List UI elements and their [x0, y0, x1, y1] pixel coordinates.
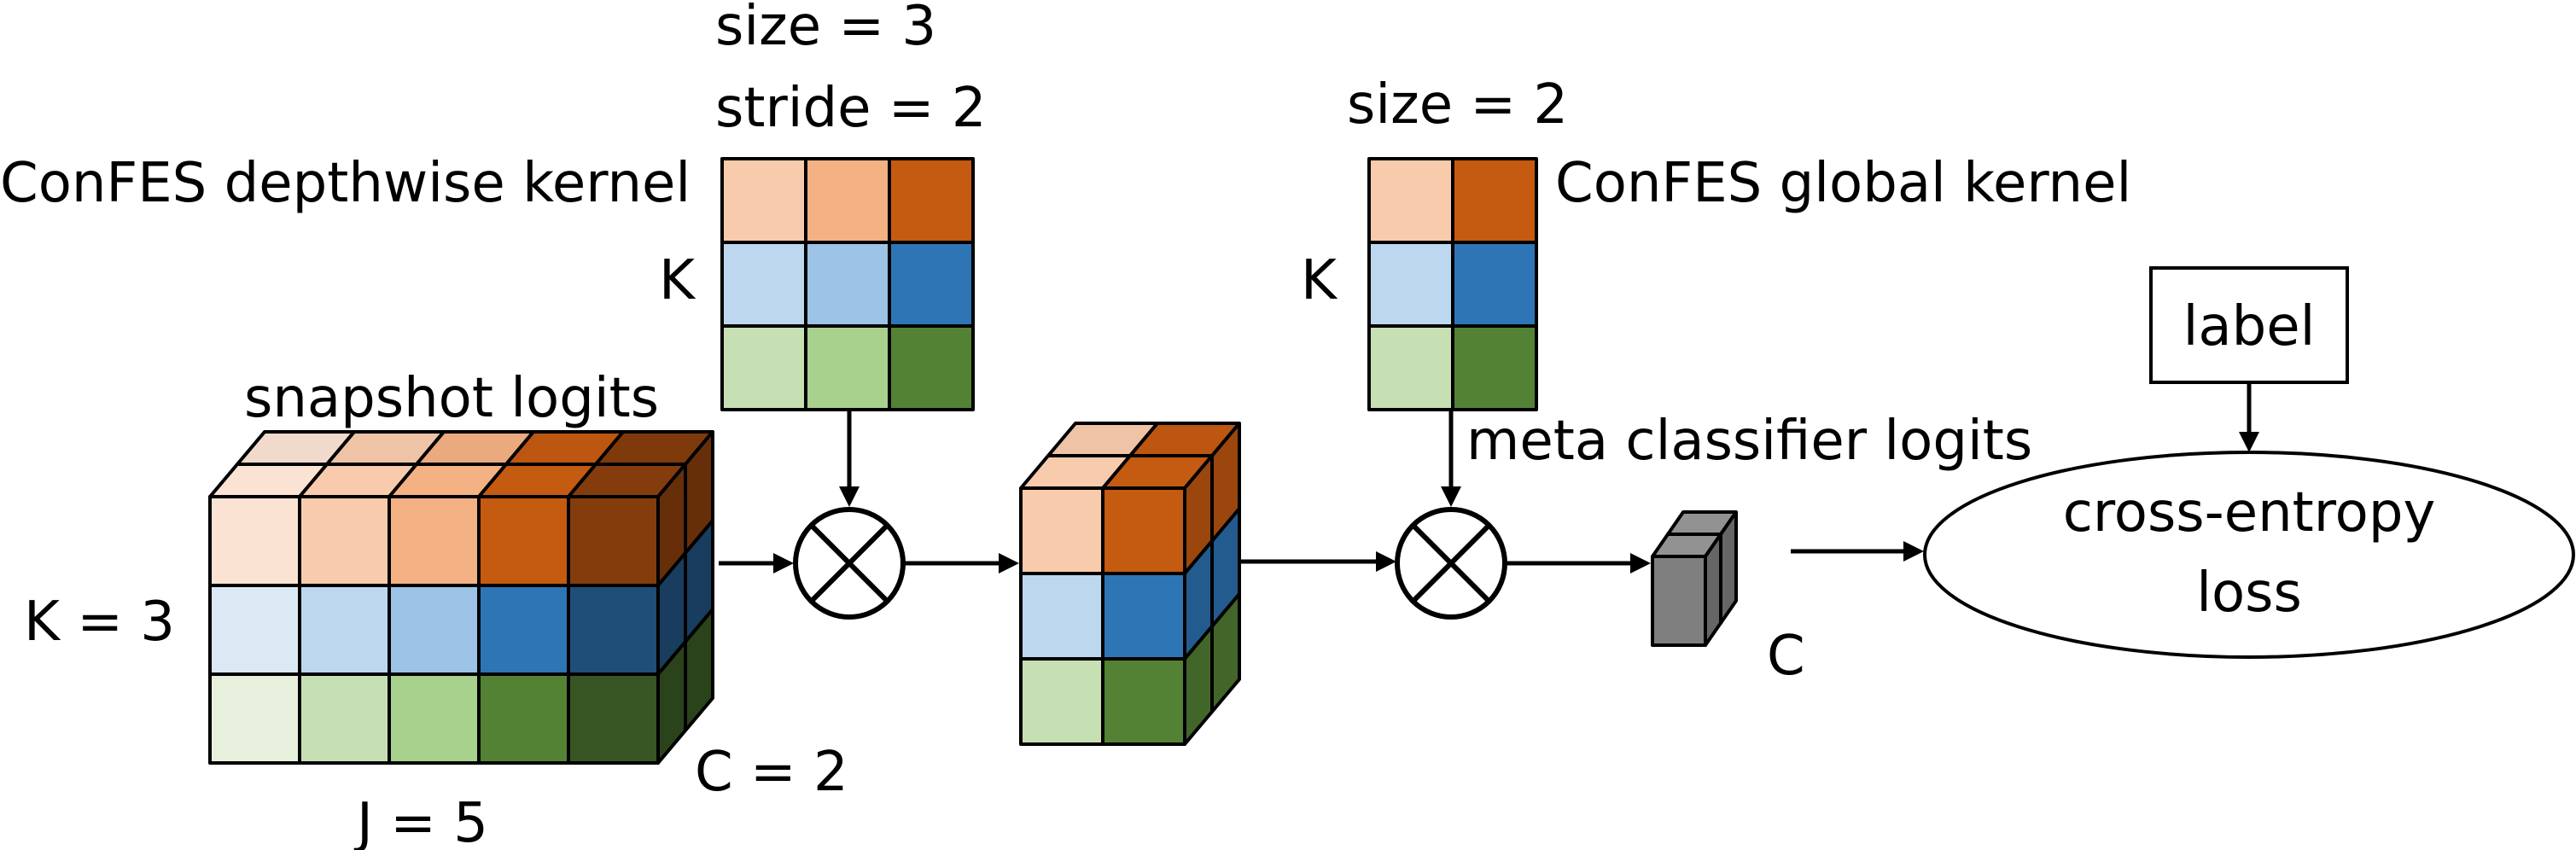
meta-classifier-label: meta classifier logits: [1466, 410, 2032, 473]
gl-size-label: size = 2: [1347, 73, 1568, 137]
kernel-cell: [888, 324, 975, 411]
j5-label: J = 5: [353, 792, 488, 850]
cross-entropy-text: cross-entropy: [2063, 481, 2436, 544]
gl-kernel-label: ConFES global kernel: [1555, 152, 2131, 215]
front-face-cell: [477, 495, 570, 587]
kernel-cell: [720, 241, 807, 328]
front-face-cell: [298, 495, 391, 587]
kernel-cell: [804, 241, 891, 328]
front-face-cell: [1101, 486, 1186, 575]
cross-entropy-loss: cross-entropy loss: [1923, 451, 2575, 659]
kernel-cell: [804, 157, 891, 244]
dw-k-label: K: [659, 249, 696, 312]
front-face-cell: [388, 672, 481, 765]
front-face-cell: [208, 584, 301, 676]
c2-label: C = 2: [695, 741, 848, 804]
multiply-circle-icon: [793, 507, 906, 620]
gl-k-label: K: [1301, 249, 1338, 312]
front-face-cell: [1019, 657, 1104, 746]
dw-stride-label: stride = 2: [715, 77, 987, 140]
label-box: label: [2149, 266, 2349, 384]
c-label: C: [1767, 625, 1805, 688]
front-face-cell: [567, 495, 660, 587]
label-text: label: [2183, 295, 2316, 358]
arrows: [719, 382, 2259, 573]
kernel-cell: [1451, 241, 1538, 328]
dw-kernel-label: ConFES depthwise kernel: [0, 152, 691, 215]
front-face-cell: [1101, 657, 1186, 746]
front-face-cell: [1651, 555, 1707, 647]
dw-size-label: size = 3: [715, 0, 936, 58]
front-face-cell: [1019, 572, 1104, 661]
kernel-cell: [888, 157, 975, 244]
front-face-cell: [388, 584, 481, 676]
front-face-cell: [208, 672, 301, 765]
kernel-cell: [1367, 157, 1454, 244]
multiply-circle-icon: [1395, 507, 1507, 620]
snapshot-logits-label: snapshot logits: [244, 367, 659, 430]
front-face-cell: [388, 495, 481, 587]
front-face-cell: [477, 672, 570, 765]
global-kernel-grid: [1367, 157, 1538, 411]
front-face-cell: [298, 584, 391, 676]
loss-text: loss: [2196, 562, 2302, 625]
kernel-cell: [1451, 324, 1538, 411]
kernel-cell: [1367, 324, 1454, 411]
snapshot-logits-tensor: [208, 430, 714, 765]
kernel-cell: [720, 324, 807, 411]
front-face-cell: [208, 495, 301, 587]
front-face-cell: [567, 584, 660, 676]
intermediate-logits-tensor: [1019, 422, 1241, 746]
k3-label: K = 3: [24, 591, 175, 654]
front-face-cell: [1101, 572, 1186, 661]
kernel-cell: [888, 241, 975, 328]
kernel-cell: [804, 324, 891, 411]
depthwise-kernel-grid: [720, 157, 975, 411]
kernel-cell: [1367, 241, 1454, 328]
front-face-cell: [1019, 486, 1104, 575]
kernel-cell: [720, 157, 807, 244]
front-face-cell: [477, 584, 570, 676]
kernel-cell: [1451, 157, 1538, 244]
front-face-cell: [298, 672, 391, 765]
front-face-cell: [567, 672, 660, 765]
output-logits-tensor: [1651, 510, 1738, 647]
